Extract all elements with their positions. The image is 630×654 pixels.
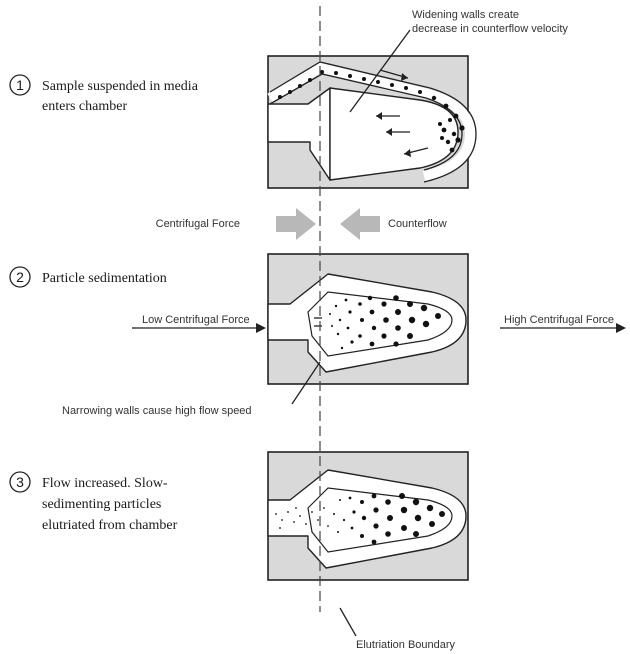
boundary-leader-line [339, 607, 357, 637]
chamber-2-cone [307, 291, 453, 357]
counterflow-arrow [340, 208, 380, 240]
step-1-circle [9, 74, 31, 96]
chamber-3 [267, 451, 469, 581]
chamber-1-channel-inner [269, 73, 463, 171]
widening-leader-line [349, 29, 411, 113]
step-3-circle [9, 471, 31, 493]
step-1-line-1: Sample suspended in media [42, 79, 199, 94]
step-3-line-3: elutriated from chamber [42, 518, 178, 533]
chamber-1-channel-outer [269, 61, 477, 183]
step-3-line-1: Flow increased. Slow- [42, 476, 168, 491]
force-indicator: Centrifugal Force Counterflow [156, 208, 447, 240]
chamber-2-inlet-arrows [314, 317, 322, 327]
step-3-line-2: sedimenting particles [42, 497, 161, 512]
widening-line-2: decrease in counterflow velocity [412, 23, 568, 35]
low-centrifugal-label: Low Centrifugal Force [142, 314, 250, 326]
step-2-circle [9, 266, 31, 288]
chamber-1-cone [329, 87, 459, 181]
step-3-label: 3 Flow increased. Slow- sedimenting part… [9, 471, 178, 533]
chamber-3-elutriated-particles [275, 499, 346, 533]
chamber-1-flow-channel [267, 62, 476, 181]
centrifugal-force-label: Centrifugal Force [156, 218, 240, 230]
step-2-line-1: Particle sedimentation [42, 271, 167, 286]
low-centrifugal-arrow-head [256, 323, 266, 333]
centrifugal-force-arrow [276, 208, 316, 240]
narrowing-label: Narrowing walls cause high flow speed [62, 405, 252, 417]
step-3-number: 3 [16, 474, 24, 490]
step-2-number: 2 [16, 269, 24, 285]
chamber-1-counterflow-arrows [376, 69, 429, 157]
step-2-label: 2 Particle sedimentation [9, 266, 167, 288]
widening-walls-callout: Widening walls create decrease in counte… [349, 9, 568, 113]
chamber-2 [267, 253, 469, 385]
narrowing-walls-callout: Narrowing walls cause high flow speed [62, 361, 321, 417]
high-centrifugal-label: High Centrifugal Force [504, 314, 614, 326]
chamber-1-particles [278, 70, 465, 153]
step-1-line-2: enters chamber [42, 99, 127, 114]
chamber-2-particles [329, 295, 441, 350]
chamber-1 [267, 55, 477, 189]
counterflow-label: Counterflow [388, 218, 447, 230]
high-centrifugal-arrow-head [616, 323, 626, 333]
centrifugal-gradient: Low Centrifugal Force High Centrifugal F… [132, 314, 626, 333]
widening-line-1: Widening walls create [412, 9, 519, 21]
narrowing-leader-line [291, 361, 321, 405]
elutriation-boundary-label: Elutriation Boundary [356, 639, 456, 651]
step-1-number: 1 [16, 77, 24, 93]
chamber-3-particles [348, 493, 445, 545]
step-1-label: 1 Sample suspended in media enters chamb… [9, 74, 199, 114]
elutriation-boundary-callout: Elutriation Boundary [339, 607, 456, 651]
